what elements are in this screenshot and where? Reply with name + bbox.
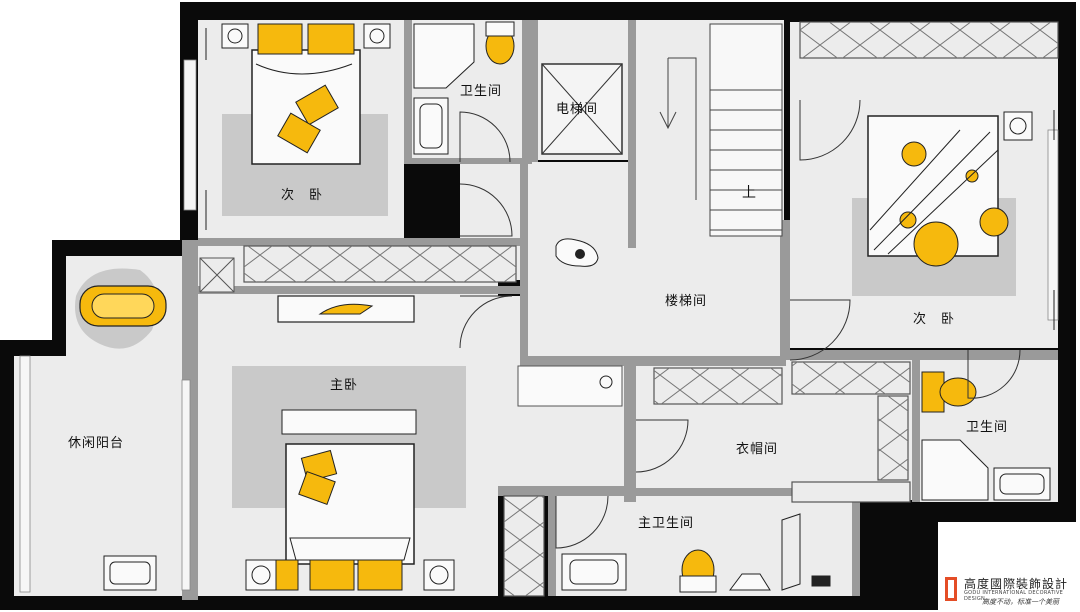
windows (19, 59, 1059, 593)
room-label-bedroom-e: 次 卧 (913, 312, 956, 327)
bed-e (867, 115, 1009, 267)
bathroom-e-fixtures (921, 371, 1051, 501)
brand-logo: 高度國際裝飾設計 GODU INTERNATIONAL DECORATIVE D… (944, 574, 1074, 608)
doors (459, 99, 1021, 549)
bathtub (75, 268, 167, 349)
room-label-leisure-balcony: 休闲阳台 (68, 436, 125, 451)
room-label-bathroom-n: 卫生间 (460, 84, 503, 99)
room-label-bedroom-nw: 次 卧 (281, 188, 324, 203)
elevator-car (541, 63, 623, 155)
room-label-elevator: 电梯间 (556, 102, 599, 117)
logo-mark-icon (945, 577, 957, 601)
nightstands (221, 23, 1033, 591)
logo-name: 高度國際裝飾設計 (964, 577, 1069, 591)
bathroom-n-fixtures (413, 21, 515, 155)
stair-up-label: 上 (742, 185, 756, 201)
interior-walls (182, 20, 1058, 600)
wardrobes (199, 21, 1059, 597)
bed-nw (251, 23, 361, 165)
balcony-basin (103, 555, 157, 591)
master-bath-fixtures (561, 513, 831, 593)
staircase (659, 23, 783, 237)
room-label-master-bathroom: 主卫生间 (638, 516, 695, 531)
logo-subtitle: GODU INTERNATIONAL DECORATIVE DESIGN (964, 590, 1064, 602)
room-label-bathroom-e: 卫生间 (966, 420, 1009, 435)
logo-slogan: 高度不动，标准一个美丽 (982, 598, 1059, 606)
room-label-cloakroom: 衣帽间 (736, 442, 779, 457)
stair-room-chair (555, 238, 599, 267)
room-label-master-bedroom: 主卧 (330, 378, 359, 393)
room-label-stairwell: 楼梯间 (665, 294, 708, 309)
radiators (205, 28, 1055, 330)
master-console (277, 295, 623, 407)
